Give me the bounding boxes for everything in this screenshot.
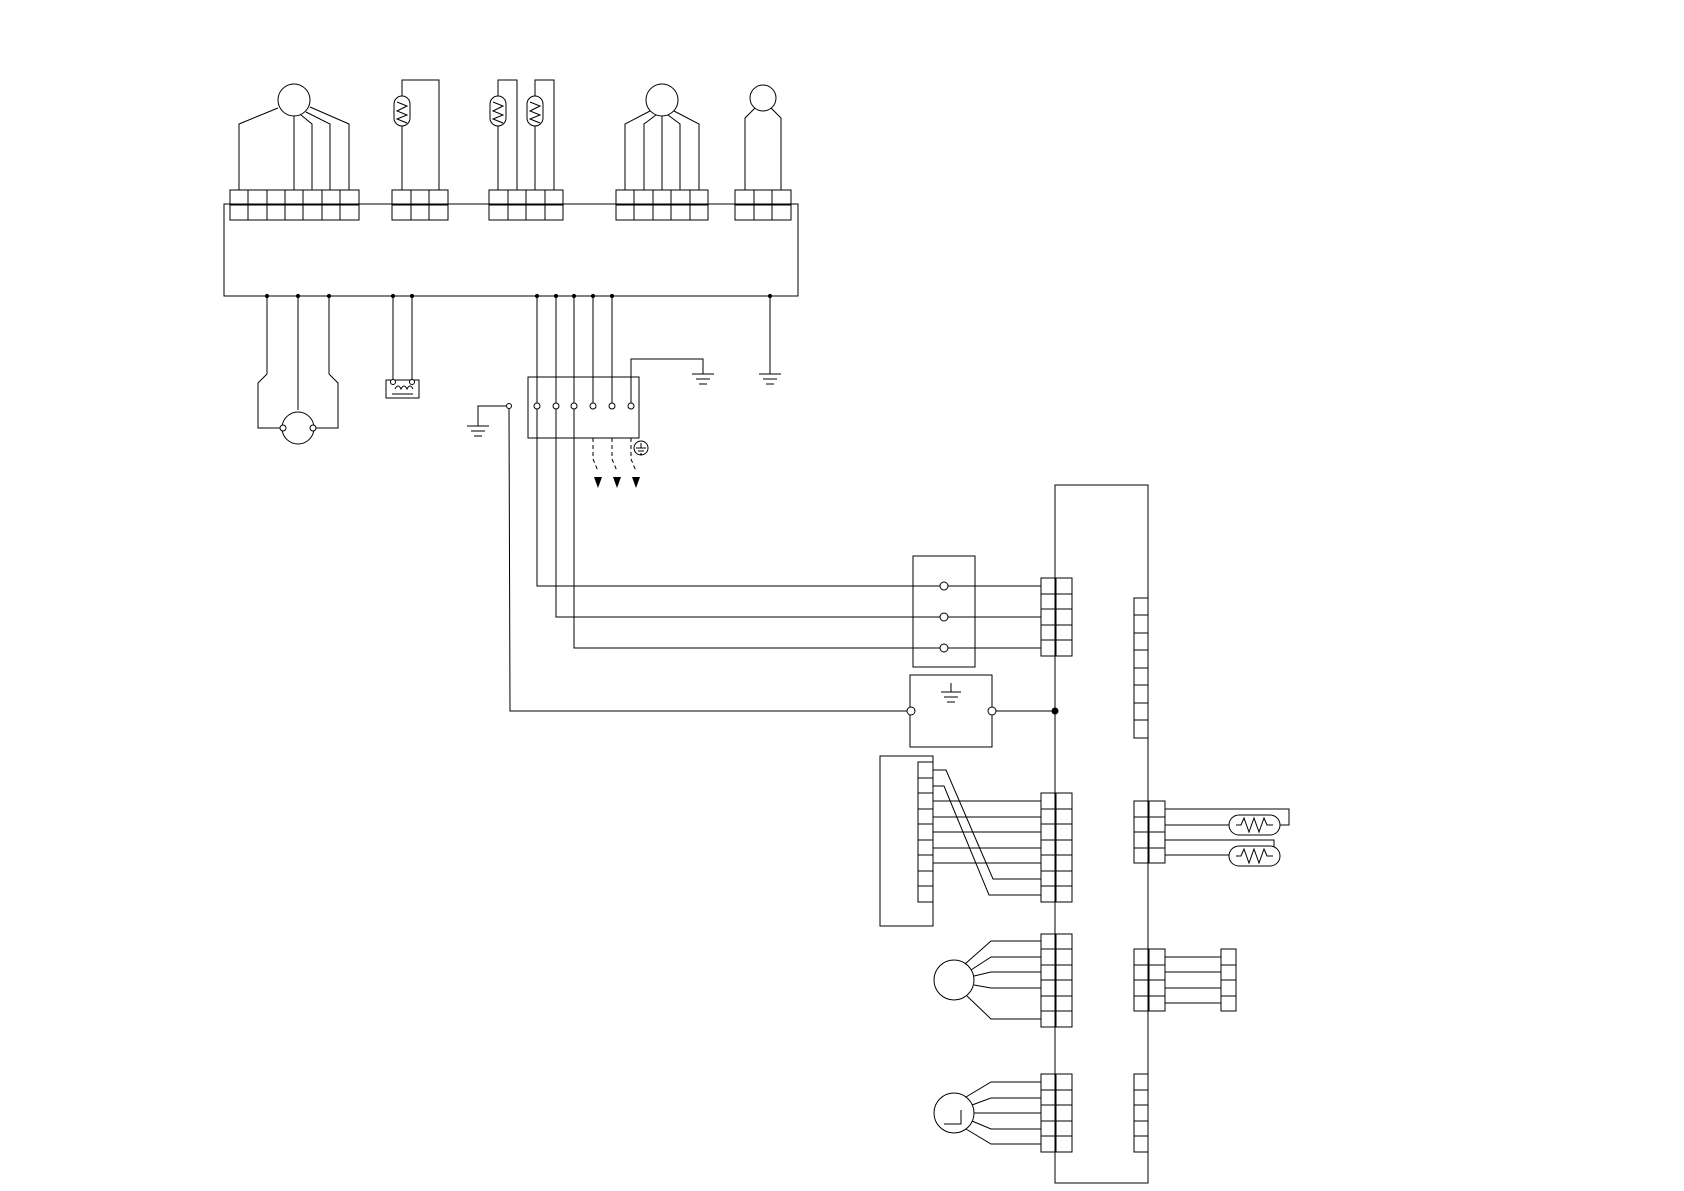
indoor-terminal-block	[913, 556, 1041, 667]
step-motor-connector	[1041, 1074, 1072, 1152]
board-to-terminal-wires	[535, 294, 613, 403]
fan-motor	[625, 84, 699, 190]
display-connector	[1041, 793, 1072, 902]
interconnect-wires	[537, 409, 940, 648]
thermistor-sensor	[394, 80, 439, 190]
step-motor	[934, 1082, 1041, 1144]
power-terminal-block	[528, 377, 639, 438]
transformer-block	[907, 675, 1058, 747]
louver-plug	[1134, 949, 1236, 1011]
display-cable	[933, 770, 1041, 895]
terminal-ground	[631, 359, 714, 403]
indoor-power-connector	[1041, 578, 1072, 656]
valve-connector	[735, 190, 791, 220]
ground-symbol	[759, 294, 781, 384]
single-motor	[745, 85, 781, 190]
fan-motor-connector	[616, 190, 708, 220]
dual-thermistor-connector	[489, 190, 563, 220]
indoor-thermistor	[1165, 809, 1289, 866]
indoor-thermistor-connector	[1134, 801, 1165, 863]
compressor-motor	[239, 84, 349, 190]
outdoor-control-board	[224, 204, 798, 296]
display-board	[880, 756, 933, 926]
compressor-connector	[230, 190, 359, 220]
mains-supply-arrows	[593, 438, 648, 488]
board-edge-connector	[1134, 598, 1148, 738]
swing-motor-connector	[1041, 934, 1072, 1027]
chassis-ground-wire	[467, 404, 911, 712]
thermal-fuse	[386, 294, 419, 398]
swing-motor	[934, 941, 1041, 1019]
reactor-coil	[258, 294, 338, 444]
thermistor-connector	[392, 190, 448, 220]
dual-thermistor-sensor	[490, 80, 554, 190]
board-stub-connector	[1134, 1074, 1148, 1152]
